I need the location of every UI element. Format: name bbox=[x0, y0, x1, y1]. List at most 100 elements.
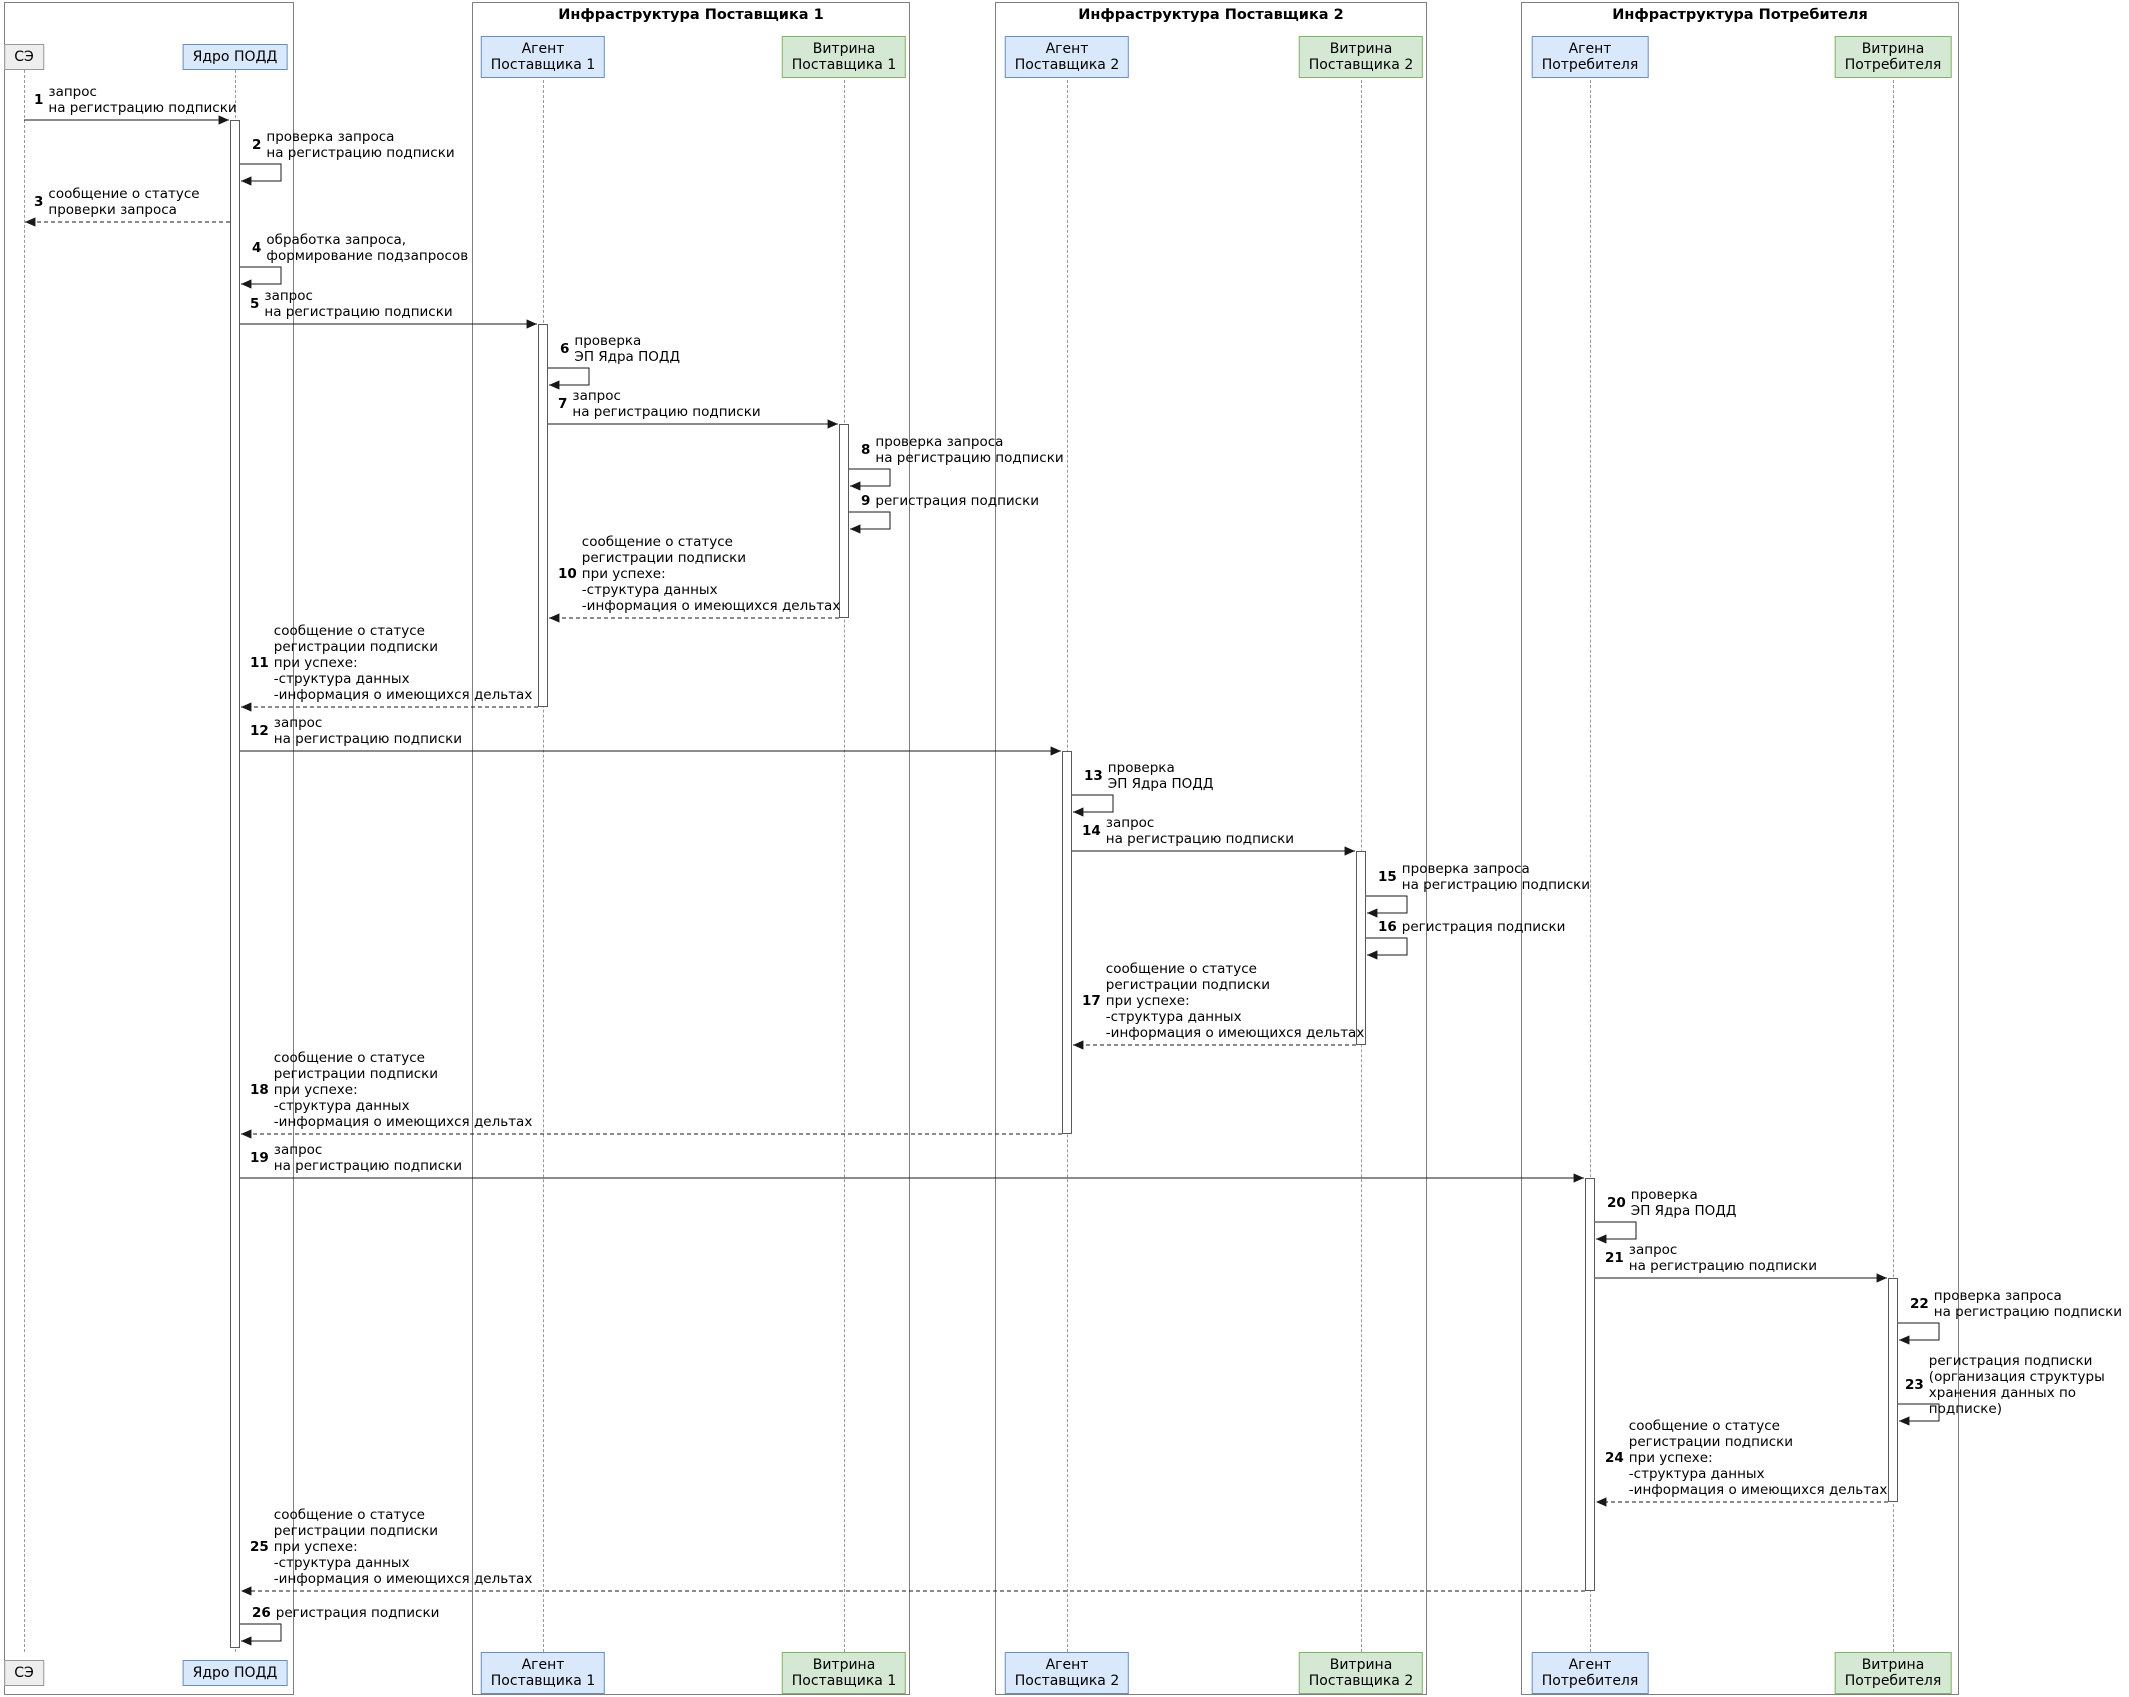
message-number: 21 bbox=[1605, 1250, 1624, 1266]
message-number: 1 bbox=[34, 92, 44, 108]
message-text: запрос на регистрацию подписки bbox=[1105, 815, 1295, 847]
message-text: проверка запроса на регистрацию подписки bbox=[1401, 861, 1591, 893]
message-text: сообщение о статусе регистрации подписки… bbox=[1628, 1418, 1888, 1498]
participant-vitrina2-top: Витрина Поставщика 2 bbox=[1298, 36, 1424, 78]
participant-agent2-bottom: Агент Поставщика 2 bbox=[1004, 1652, 1130, 1694]
participant-core-top: Ядро ПОДД bbox=[182, 44, 288, 70]
message-number: 16 bbox=[1378, 919, 1397, 935]
message-number: 9 bbox=[861, 493, 871, 509]
message-number: 6 bbox=[560, 341, 570, 357]
message-text: запрос на регистрацию подписки bbox=[264, 288, 453, 320]
message-text: запрос на регистрацию подписки bbox=[1628, 1242, 1818, 1274]
message-arrow-4-self bbox=[240, 266, 282, 289]
message-arrow-13-self bbox=[1072, 794, 1114, 817]
message-arrow-9-self bbox=[849, 511, 891, 534]
message-text: сообщение о статусе регистрации подписки… bbox=[581, 534, 841, 614]
message-text: проверка запроса на регистрацию подписки bbox=[875, 434, 1064, 466]
message-number: 13 bbox=[1084, 768, 1103, 784]
lifeline-agent1 bbox=[543, 70, 544, 1652]
participant-agent2-top: Агент Поставщика 2 bbox=[1004, 36, 1130, 78]
message-number: 23 bbox=[1905, 1377, 1924, 1393]
participant-agentc-bottom: Агент Потребителя bbox=[1531, 1652, 1649, 1694]
message-text: сообщение о статусе регистрации подписки… bbox=[273, 1507, 533, 1587]
message-number: 8 bbox=[861, 442, 871, 458]
participant-vitrinac-bottom: Витрина Потребителя bbox=[1834, 1652, 1952, 1694]
message-number: 7 bbox=[558, 396, 568, 412]
message-text: проверка ЭП Ядра ПОДД bbox=[574, 333, 680, 365]
message-text: запрос на регистрацию подписки bbox=[273, 1142, 463, 1174]
message-text: сообщение о статусе проверки запроса bbox=[48, 186, 200, 218]
message-number: 20 bbox=[1607, 1195, 1626, 1211]
message-number: 3 bbox=[34, 194, 44, 210]
participant-vitrinac-top: Витрина Потребителя bbox=[1834, 36, 1952, 78]
message-number: 18 bbox=[250, 1082, 269, 1098]
message-text: сообщение о статусе регистрации подписки… bbox=[1105, 961, 1365, 1041]
message-text: запрос на регистрацию подписки bbox=[572, 388, 761, 420]
participant-core-bottom: Ядро ПОДД bbox=[182, 1660, 288, 1686]
message-number: 17 bbox=[1082, 993, 1101, 1009]
message-text: проверка ЭП Ядра ПОДД bbox=[1107, 760, 1214, 792]
message-number: 11 bbox=[250, 655, 269, 671]
participant-se-top: СЭ bbox=[4, 44, 44, 70]
participant-vitrina1-bottom: Витрина Поставщика 1 bbox=[781, 1652, 907, 1694]
message-text: запрос на регистрацию подписки bbox=[48, 84, 237, 116]
message-number: 19 bbox=[250, 1150, 269, 1166]
message-number: 14 bbox=[1082, 823, 1101, 839]
participant-vitrina2-bottom: Витрина Поставщика 2 bbox=[1298, 1652, 1424, 1694]
message-text: проверка запроса на регистрацию подписки bbox=[266, 129, 455, 161]
message-number: 15 bbox=[1378, 869, 1397, 885]
message-number: 10 bbox=[558, 566, 577, 582]
message-arrow-15-self bbox=[1366, 895, 1408, 918]
activation-vitrina2 bbox=[1356, 851, 1366, 1045]
message-text: проверка ЭП Ядра ПОДД bbox=[1630, 1187, 1737, 1219]
message-number: 12 bbox=[250, 723, 269, 739]
activation-agentc bbox=[1585, 1178, 1595, 1591]
participant-agentc-top: Агент Потребителя bbox=[1531, 36, 1649, 78]
message-number: 5 bbox=[250, 296, 260, 312]
message-arrow-23-self bbox=[1898, 1403, 1940, 1426]
lifeline-vitrinac bbox=[1893, 70, 1894, 1652]
message-arrow-22-self bbox=[1898, 1322, 1940, 1345]
message-arrow-8-self bbox=[849, 468, 891, 491]
participant-se-bottom: СЭ bbox=[4, 1660, 44, 1686]
message-arrow-26-self bbox=[240, 1623, 282, 1646]
activation-vitrinac bbox=[1888, 1278, 1898, 1502]
frame-title-provider2: Инфраструктура Поставщика 2 bbox=[1078, 7, 1344, 23]
activation-core bbox=[230, 120, 240, 1648]
participant-agent1-bottom: Агент Поставщика 1 bbox=[480, 1652, 606, 1694]
message-number: 2 bbox=[252, 137, 262, 153]
message-text: проверка запроса на регистрацию подписки bbox=[1933, 1288, 2123, 1320]
message-text: регистрация подписки bbox=[275, 1605, 440, 1621]
lifeline-se bbox=[24, 70, 25, 1652]
lifeline-agentc bbox=[1590, 70, 1591, 1652]
participant-vitrina1-top: Витрина Поставщика 1 bbox=[781, 36, 907, 78]
message-text: запрос на регистрацию подписки bbox=[273, 715, 463, 747]
activation-vitrina1 bbox=[839, 424, 849, 618]
activation-agent2 bbox=[1062, 751, 1072, 1134]
message-number: 26 bbox=[252, 1605, 271, 1621]
participant-agent1-top: Агент Поставщика 1 bbox=[480, 36, 606, 78]
activation-agent1 bbox=[538, 324, 548, 707]
